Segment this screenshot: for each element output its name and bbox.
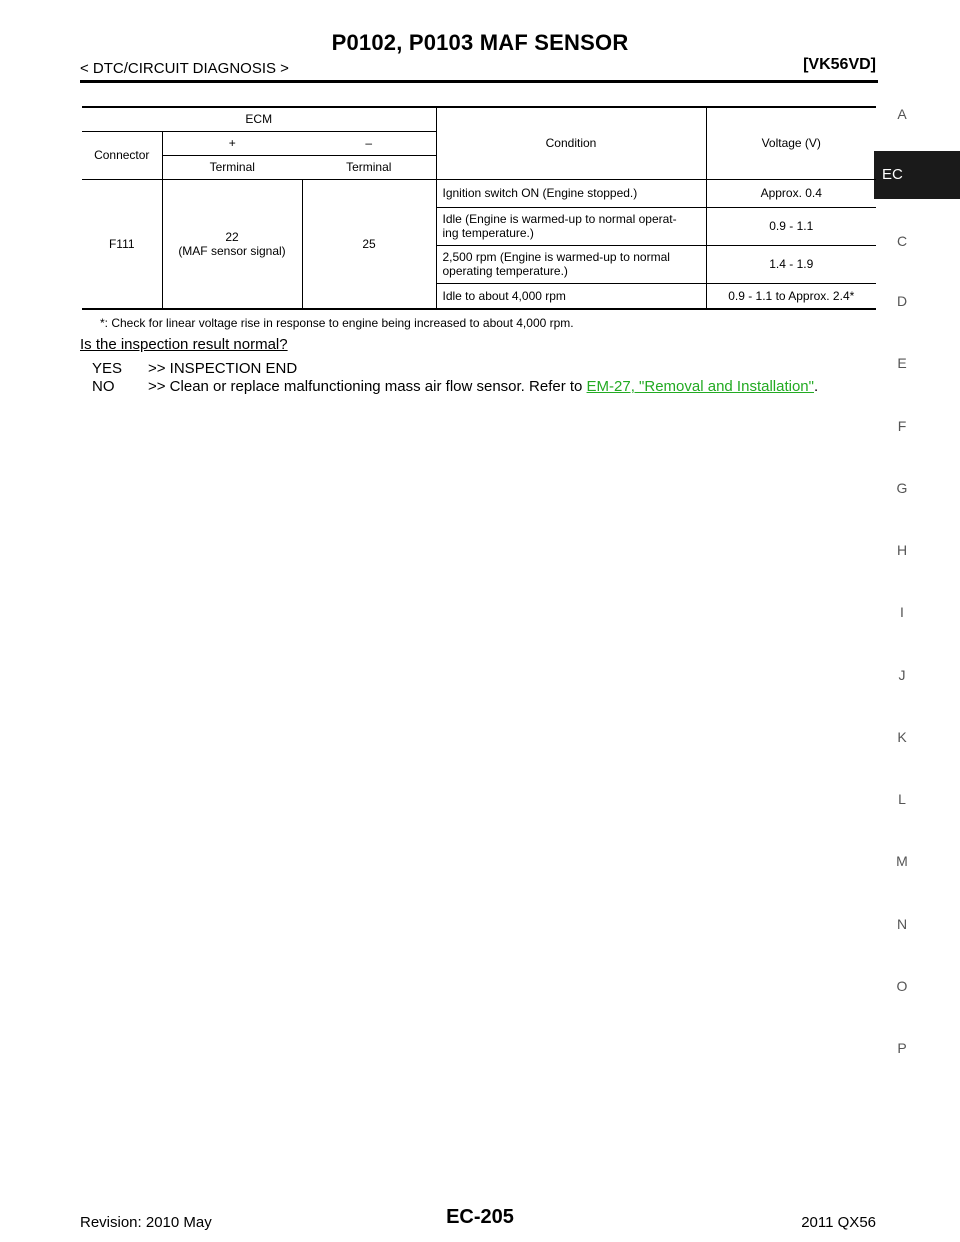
tab-h[interactable]: H	[896, 542, 908, 558]
answer-no: NO >> Clean or replace malfunctioning mas…	[92, 378, 818, 395]
minus-header: –	[302, 131, 437, 156]
tab-m[interactable]: M	[896, 853, 908, 869]
section-tabs: A EC C D E F G H I J K L M N O P	[874, 0, 960, 1242]
inspection-question: Is the inspection result normal?	[80, 336, 288, 353]
connector-value: F111	[82, 179, 163, 310]
connector-header: Connector	[82, 131, 163, 180]
tab-i[interactable]: I	[900, 604, 904, 620]
voltage-cell: 0.9 - 1.1 to Approx. 2.4*	[706, 283, 876, 310]
voltage-header: Voltage (V)	[706, 106, 876, 180]
minus-terminal-value: 25	[302, 179, 437, 310]
plus-terminal-cell: 22 (MAF sensor signal)	[162, 179, 303, 310]
tab-c[interactable]: C	[896, 233, 908, 249]
condition-line: 2,500 rpm (Engine is warmed-up to normal	[442, 250, 670, 264]
removal-installation-link[interactable]: EM-27, "Removal and Installation"	[586, 378, 814, 395]
tab-p[interactable]: P	[897, 1040, 907, 1056]
answer-no-text: >> Clean or replace malfunctioning mass …	[148, 378, 587, 395]
condition-line: ing temperature.)	[442, 226, 534, 240]
tab-g[interactable]: G	[896, 480, 908, 496]
model-label: [VK56VD]	[803, 56, 876, 73]
header-rule	[80, 80, 878, 83]
section-label: < DTC/CIRCUIT DIAGNOSIS >	[80, 60, 289, 77]
condition-cell: Ignition switch ON (Engine stopped.)	[436, 179, 707, 208]
answer-yes-text: >> INSPECTION END	[148, 360, 298, 377]
answer-yes: YES >> INSPECTION END	[92, 360, 297, 377]
plus-terminal-value: 22	[225, 229, 239, 244]
plus-terminal-desc: (MAF sensor signal)	[178, 243, 286, 258]
condition-cell: 2,500 rpm (Engine is warmed-up to normal…	[436, 245, 707, 284]
condition-cell: Idle to about 4,000 rpm	[436, 283, 707, 310]
condition-header: Condition	[435, 106, 707, 180]
terminal-minus-header: Terminal	[302, 155, 437, 180]
tab-l[interactable]: L	[898, 791, 906, 807]
tab-e[interactable]: E	[897, 355, 907, 371]
condition-cell: Idle (Engine is warmed-up to normal oper…	[436, 207, 707, 246]
page-number: EC-205	[446, 1206, 514, 1228]
revision-label: Revision: 2010 May	[80, 1214, 212, 1231]
tab-f[interactable]: F	[897, 418, 907, 434]
page-title: P0102, P0103 MAF SENSOR	[331, 30, 629, 55]
tab-o[interactable]: O	[896, 978, 908, 994]
table-footnote: *: Check for linear voltage rise in resp…	[100, 316, 574, 330]
terminal-plus-header: Terminal	[162, 155, 302, 180]
condition-line: Idle (Engine is warmed-up to normal oper…	[442, 212, 677, 226]
plus-header: +	[162, 131, 302, 156]
ecm-header: ECM	[82, 106, 436, 132]
voltage-cell: Approx. 0.4	[706, 179, 876, 208]
tab-ec[interactable]: EC	[874, 151, 960, 199]
footer-model: 2011 QX56	[801, 1214, 876, 1231]
tab-a[interactable]: A	[897, 106, 907, 122]
voltage-spec-table: ECM Condition Voltage (V) Connector + – …	[82, 106, 876, 310]
voltage-cell: 0.9 - 1.1	[706, 207, 876, 246]
voltage-cell: 1.4 - 1.9	[706, 245, 876, 284]
tab-k[interactable]: K	[897, 729, 907, 745]
tab-n[interactable]: N	[896, 916, 908, 932]
answer-no-end: .	[813, 378, 819, 395]
condition-line: operating temperature.)	[442, 264, 568, 278]
answer-no-key: NO	[92, 378, 115, 395]
tab-j[interactable]: J	[898, 667, 906, 683]
answer-yes-key: YES	[92, 360, 123, 377]
tab-d[interactable]: D	[896, 293, 908, 309]
